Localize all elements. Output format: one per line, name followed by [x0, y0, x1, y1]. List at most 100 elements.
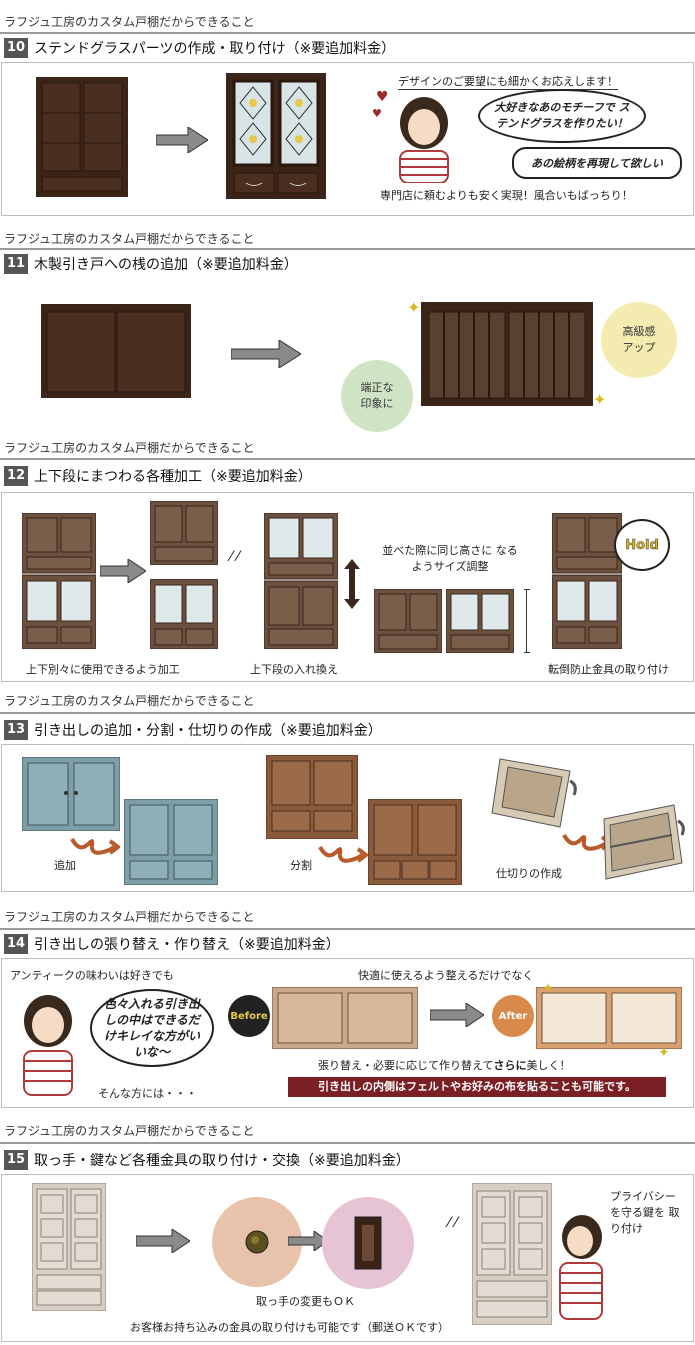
plate-handle-icon [354, 1216, 382, 1270]
caption-left-bottom: そんな方には・・・ [98, 1087, 197, 1100]
heart-icon: ♥ [372, 107, 382, 120]
speech-bubble: 大好きなあのモチーフで ステンドグラスを作りたい！ [478, 89, 646, 143]
sparkle-icon: ✦ [658, 1045, 670, 1061]
wood-cabinet-before [266, 755, 358, 839]
badge-circle: 高級感 アップ [601, 302, 677, 378]
motion-lines-icon: ⁄ ⁄ [448, 1215, 458, 1231]
section-panel: 追加 分割 仕切りの作成 [1, 744, 694, 892]
caption-mid-a: 張り替え・必要に応じて作り替えて [318, 1059, 494, 1072]
height-marker [524, 589, 530, 653]
section-heading: 13 引き出しの追加・分割・仕切りの作成（※要追加料金） [4, 720, 382, 740]
arrow-icon [100, 559, 146, 583]
label-divide: 分割 [290, 859, 312, 872]
hold-badge: Hold [614, 519, 670, 571]
section-panel: デザインのご要望にも細かくお応えします！ ♥ ♥ 大好きなあのモチーフで ステン… [1, 62, 694, 216]
section-11: ラフジュ工房のカスタム戸棚だからできること 11 木製引き戸への桟の追加（※要追… [0, 226, 695, 436]
section-number: 14 [4, 934, 28, 954]
after-badge: After [492, 995, 534, 1037]
swap-arrow-icon [344, 559, 360, 609]
section-kicker: ラフジュ工房のカスタム戸棚だからできること [4, 441, 255, 455]
label-partition: 仕切りの作成 [496, 867, 562, 880]
caption-bottom: 専門店に頼むよりも安く実現！風合いもばっちり！ [380, 189, 633, 202]
arrow-icon [136, 1229, 190, 1253]
section-panel: アンティークの味わいは好きでも 色々入れる引き出しの中はできるだけキレイな方がい… [1, 958, 694, 1108]
divider [0, 32, 695, 34]
section-number: 13 [4, 720, 28, 740]
plain-cabinet-illustration [36, 77, 128, 197]
cabinet-with-lock-illustration [472, 1183, 552, 1325]
wood-cabinet-after [368, 799, 462, 885]
arrow-icon [430, 1003, 484, 1027]
section-kicker: ラフジュ工房のカスタム戸棚だからできること [4, 694, 255, 708]
section-heading: 15 取っ手・鍵など各種金具の取り付け・交換（※要追加料金） [4, 1150, 410, 1170]
heart-icon: ♥ [376, 89, 389, 105]
drawer-after-illustration [536, 987, 682, 1049]
section-number: 10 [4, 38, 28, 58]
label-height: 並べた際に同じ高さに なるようサイズ調整 [382, 544, 518, 573]
badge-circle: 端正な 印象に [341, 360, 413, 432]
info-banner: 引き出しの内側はフェルトやお好みの布を貼ることも可能です。 [288, 1077, 666, 1097]
section-kicker: ラフジュ工房のカスタム戸棚だからできること [4, 15, 255, 29]
caption-mid-c: 美しく！ [526, 1059, 571, 1072]
section-13: ラフジュ工房のカスタム戸棚だからできること 13 引き出しの追加・分割・仕切りの… [0, 688, 695, 900]
divider [0, 1142, 695, 1144]
motion-lines-icon: ⁄ ⁄ [230, 549, 240, 565]
woman-with-key-illustration [559, 1215, 603, 1320]
stained-glass-cabinet-illustration [226, 73, 326, 199]
section-heading: 11 木製引き戸への桟の追加（※要追加料金） [4, 254, 298, 274]
section-heading: 14 引き出しの張り替え・作り替え（※要追加料金） [4, 934, 340, 954]
divider [0, 712, 695, 714]
sparkle-icon: ✦ [542, 981, 554, 997]
divider [0, 248, 695, 250]
label-anchor: 転倒防止金具の取り付け [548, 663, 669, 676]
open-drawer-illustration [491, 758, 577, 828]
divider [0, 458, 695, 460]
section-12: ラフジュ工房のカスタム戸棚だからできること 12 上下段にまつわる各種加工（※要… [0, 436, 695, 686]
partitioned-drawer-illustration [603, 804, 685, 880]
section-kicker: ラフジュ工房のカスタム戸棚だからできること [4, 232, 255, 246]
section-14: ラフジュ工房のカスタム戸棚だからできること 14 引き出しの張り替え・作り替え（… [0, 902, 695, 1116]
sliding-door-after [421, 302, 593, 406]
caption-left: アンティークの味わいは好きでも [10, 969, 174, 982]
before-badge: Before [228, 995, 270, 1037]
section-kicker: ラフジュ工房のカスタム戸棚だからできること [4, 910, 255, 924]
section-number: 11 [4, 254, 28, 274]
caption-handle: 取っ手の変更もＯＫ [256, 1295, 355, 1308]
section-panel: 取っ手の変更もＯＫ ⁄ ⁄ プライバシー を守る鍵を 取り付け お客様お持ち込み… [1, 1174, 694, 1342]
section-panel: 上下別々に使用できるよう加工 ⁄ ⁄ 上下段の入れ換え 並べた際に同じ高さに な… [1, 492, 694, 682]
label-add: 追加 [54, 859, 76, 872]
section-number: 15 [4, 1150, 28, 1170]
section-heading: 10 ステンドグラスパーツの作成・取り付け（※要追加料金） [4, 38, 395, 58]
knob-circle [212, 1197, 302, 1287]
white-cabinet-illustration [32, 1183, 106, 1311]
caption-top: 快適に使えるよう整えるだけでなく [358, 969, 534, 982]
arrow-icon [288, 1231, 328, 1251]
anchored-cabinet-illustration [552, 513, 622, 649]
swapped-cabinet-illustration [264, 513, 338, 649]
label-split: 上下別々に使用できるよう加工 [26, 663, 180, 676]
sparkle-icon: ✦ [407, 298, 421, 317]
section-title: 木製引き戸への桟の追加（※要追加料金） [34, 257, 298, 273]
caption-top: デザインのご要望にも細かくお応えします！ [398, 75, 618, 90]
caption-lock: プライバシー を守る鍵を 取り付け [610, 1190, 680, 1235]
section-10: ラフジュ工房のカスタム戸棚だからできること 10 ステンドグラスパーツの作成・取… [0, 0, 695, 232]
side-cabinet-illustration [374, 589, 442, 653]
stacked-cabinet-illustration [22, 513, 96, 649]
section-title: 引き出しの張り替え・作り替え（※要追加料金） [34, 937, 340, 953]
arrow-icon [231, 340, 301, 368]
section-panel: 端正な 印象に ✦ ✦ 高級感 アップ [1, 278, 692, 432]
sparkle-icon: ✦ [593, 390, 607, 409]
section-title: 引き出しの追加・分割・仕切りの作成（※要追加料金） [34, 723, 382, 739]
drawer-before-illustration [272, 987, 418, 1049]
section-title: 取っ手・鍵など各種金具の取り付け・交換（※要追加料金） [34, 1153, 410, 1169]
round-knob-icon [245, 1230, 269, 1254]
hold-label: Hold [625, 537, 659, 553]
section-number: 12 [4, 466, 28, 486]
curly-arrow-icon [318, 845, 368, 863]
worried-woman-illustration [23, 995, 73, 1096]
section-heading: 12 上下段にまつわる各種加工（※要追加料金） [4, 466, 312, 486]
lower-cabinet-illustration [150, 579, 218, 649]
upper-cabinet-illustration [150, 501, 218, 565]
caption-mid: 張り替え・必要に応じて作り替えてさらに美しく！ [318, 1057, 570, 1073]
speech-bubble: 色々入れる引き出しの中はできるだけキレイな方がいいな～ [90, 989, 214, 1067]
